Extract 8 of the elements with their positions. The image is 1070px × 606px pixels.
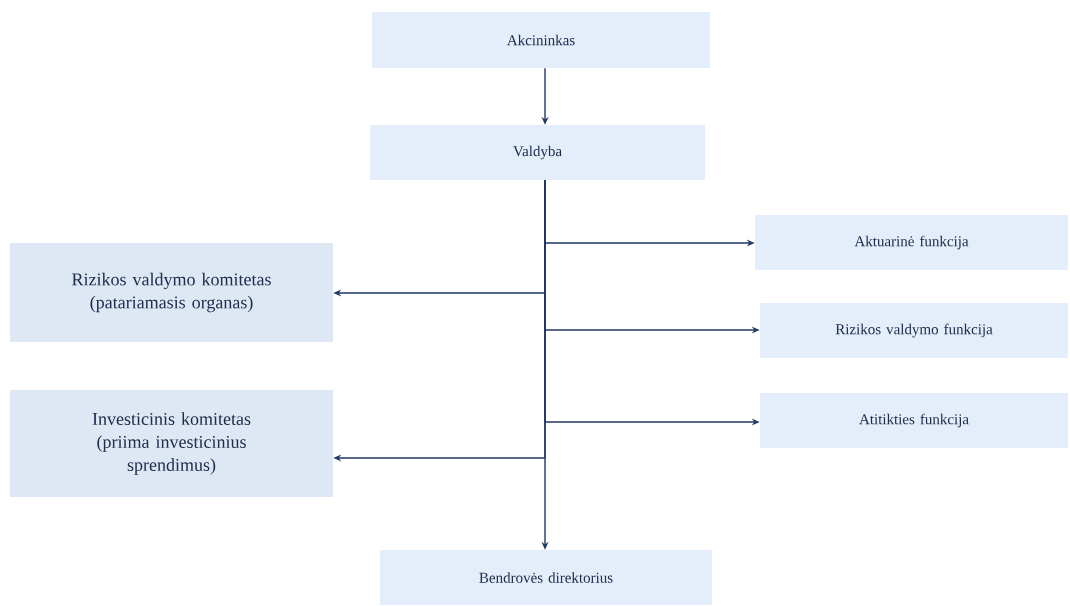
org-box: Rizikos valdymo funkcija xyxy=(760,303,1068,358)
org-box: Investicinis komitetas (priima investicinius sprendimus) xyxy=(10,390,333,497)
org-box: Valdyba xyxy=(370,125,705,180)
org-box: Akcininkas xyxy=(372,12,710,68)
org-box: Bendrovės direktorius xyxy=(380,550,712,605)
org-box: Rizikos valdymo komitetas (patariamasis organas) xyxy=(10,243,333,342)
org-box: Atitikties funkcija xyxy=(760,393,1068,448)
org-box: Aktuarinė funkcija xyxy=(755,215,1068,270)
